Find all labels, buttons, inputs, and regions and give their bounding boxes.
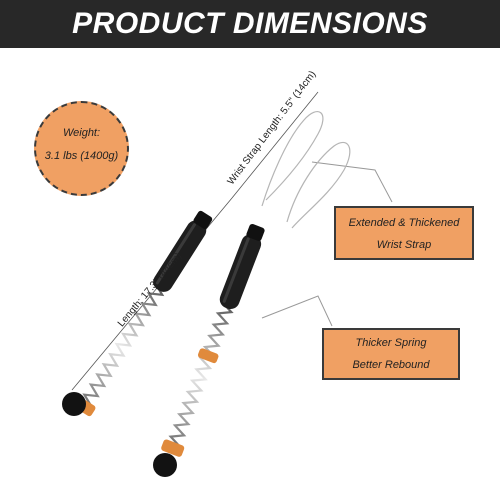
right-spring <box>166 301 234 449</box>
title-banner <box>0 0 500 48</box>
left-ball-tip <box>62 392 86 416</box>
right-ball-tip <box>153 453 177 477</box>
right-strap <box>286 141 351 229</box>
strap-callout-line1: Extended & Thickened <box>348 217 460 229</box>
right-end-cap <box>246 223 265 242</box>
spring-callout-line2: Better Rebound <box>352 359 430 371</box>
weight-value: 3.1 lbs (1400g) <box>44 150 119 162</box>
right-mid-orange-ring <box>197 348 219 364</box>
strap-dimension-line <box>231 91 319 199</box>
weight-badge <box>34 101 129 196</box>
page-title: PRODUCT DIMENSIONS <box>72 7 428 40</box>
left-grip <box>153 220 207 292</box>
right-jump-rope <box>153 141 351 477</box>
strap-callout-box <box>334 206 474 260</box>
strap-leader-line <box>311 161 393 203</box>
left-strap <box>261 111 324 207</box>
left-end-cap <box>193 210 213 229</box>
right-grip <box>219 234 262 310</box>
left-jump-rope <box>62 111 324 417</box>
right-orange-ring <box>161 439 185 457</box>
left-spring <box>77 282 165 408</box>
spring-callout-line1: Thicker Spring <box>355 337 427 349</box>
spring-leader-line <box>261 295 333 327</box>
weight-label: Weight: <box>62 127 101 139</box>
spring-callout-box <box>322 328 460 380</box>
strap-callout-line2: Wrist Strap <box>376 239 432 251</box>
